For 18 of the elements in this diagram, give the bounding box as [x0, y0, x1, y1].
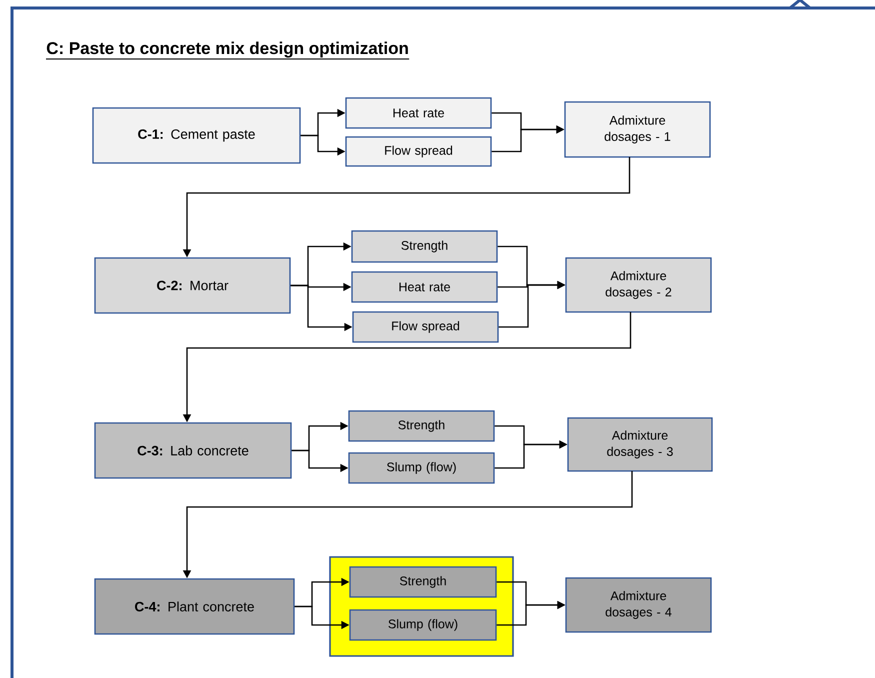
- process-box: C-4: Plant concrete: [94, 578, 295, 635]
- result-box: Admixture dosages - 1: [564, 101, 711, 158]
- output-box: Flow spread: [345, 136, 492, 167]
- output-box: Strength: [348, 410, 495, 442]
- result-box: Admixture dosages - 4: [565, 577, 712, 633]
- title: C: Paste to concrete mix design optimization: [46, 42, 410, 60]
- result-box: Admixture dosages - 3: [567, 417, 713, 472]
- output-box: Slump (flow): [349, 609, 497, 641]
- process-box: C-1: Cement paste: [92, 107, 301, 164]
- output-box: Slump (flow): [348, 452, 495, 484]
- output-box: Strength: [351, 230, 498, 263]
- process-box: C-3: Lab concrete: [94, 422, 292, 479]
- result-box: Admixture dosages - 2: [565, 257, 712, 313]
- output-box: Heat rate: [345, 97, 492, 129]
- output-box: Strength: [349, 566, 497, 598]
- process-box: C-2: Mortar: [94, 257, 291, 314]
- output-box: Heat rate: [351, 271, 498, 303]
- output-box: Flow spread: [352, 311, 499, 343]
